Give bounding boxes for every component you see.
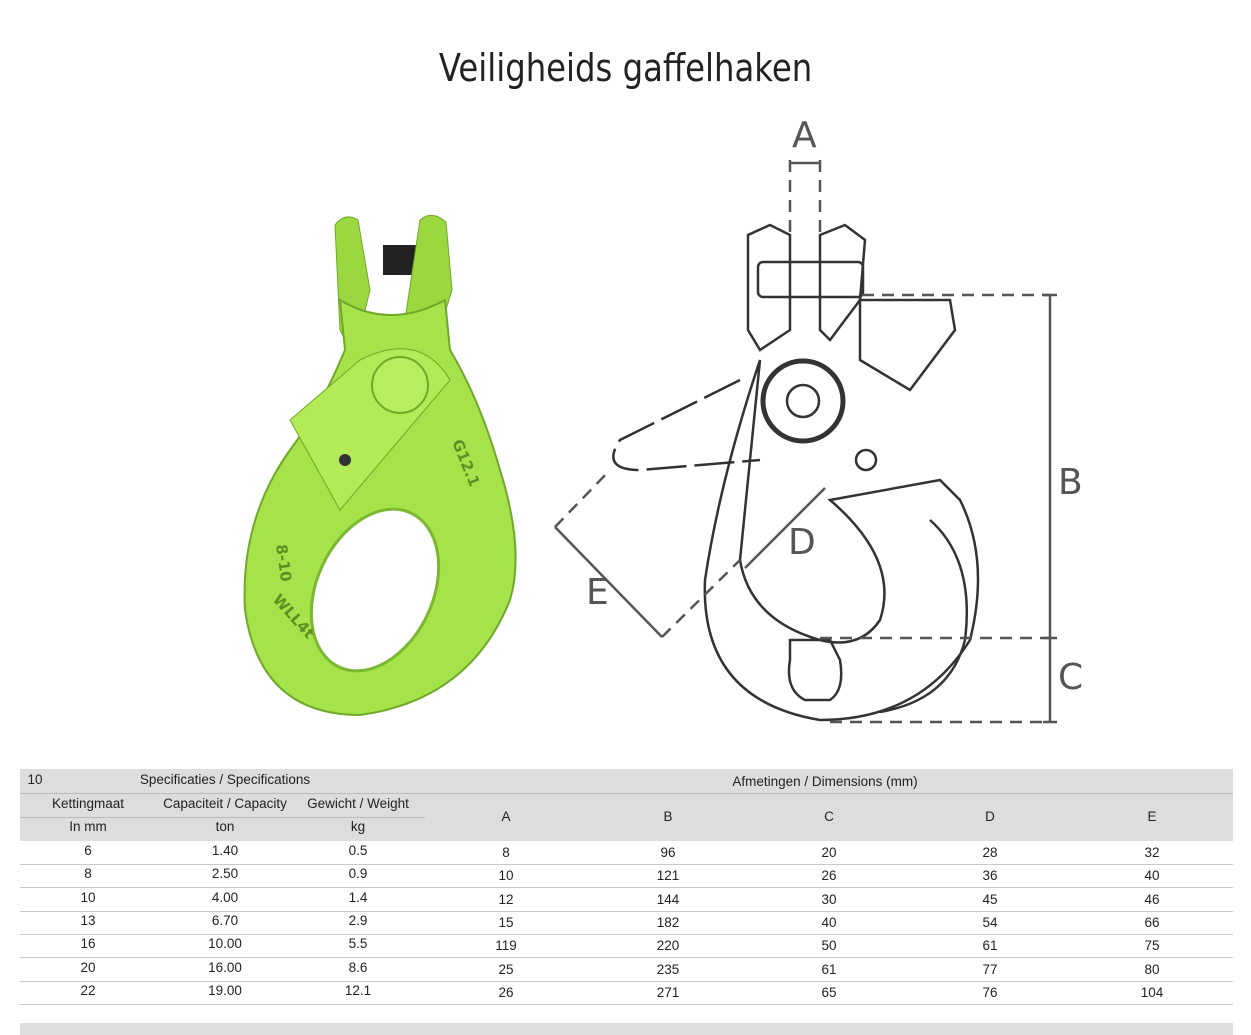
dimension-lines: [554, 160, 1057, 724]
table-cell: 12.1: [344, 982, 372, 998]
table-cell: 54: [982, 914, 998, 930]
table-cell: 0.5: [348, 843, 368, 858]
table-cell: 235: [656, 961, 680, 977]
row-divider: [20, 957, 1233, 959]
table-cell: 2.50: [211, 866, 239, 882]
dimension-label-d: D: [788, 522, 816, 563]
table-cell: 8: [84, 866, 92, 882]
table-cell: 8.6: [348, 959, 368, 975]
table-cell: 1.4: [348, 889, 368, 905]
spec-group-header: Specificaties / Specifications: [139, 772, 311, 787]
product-marking-size: 8-10: [272, 543, 295, 583]
table-cell: 5.5: [348, 936, 368, 952]
table-cell: 40: [1144, 868, 1160, 884]
table-cell: 10.00: [208, 936, 242, 952]
table-cell: 13: [80, 912, 96, 928]
page-title: Veiligheids gaffelhaken: [438, 46, 813, 90]
dim-group-header: Afmetingen / Dimensions (mm): [732, 774, 918, 789]
table-cell: 15: [498, 914, 514, 930]
hook-photo: G12.1 8-10 WLL4t: [243, 215, 517, 717]
dimension-label-b: B: [1058, 462, 1083, 503]
table-cell: 20: [821, 845, 837, 860]
row-divider: [20, 910, 1233, 912]
specifications-table: 10 Specificaties / Specifications Afmeti…: [20, 769, 1233, 1009]
table-cell: 96: [660, 845, 676, 860]
row-divider: [20, 980, 1233, 982]
table-cell: 271: [656, 984, 680, 1000]
col-header-b: B: [663, 809, 673, 824]
row-divider: [20, 887, 1233, 889]
table-cell: 0.9: [348, 866, 368, 882]
table-cell: 10: [80, 889, 96, 905]
size-label: 10: [27, 772, 43, 787]
footer-bar: [20, 1023, 1233, 1035]
unit-ton: ton: [215, 819, 235, 834]
row-divider: [20, 864, 1233, 865]
table-cell: 12: [498, 891, 514, 907]
table-cell: 45: [982, 891, 998, 907]
table-cell: 4.00: [211, 889, 239, 905]
col-header-a: A: [501, 809, 511, 824]
table-cell: 2.9: [348, 912, 368, 928]
table-cell: 75: [1144, 938, 1160, 954]
row-divider: [20, 1003, 1233, 1005]
table-cell: 25: [498, 961, 514, 977]
unit-kg: kg: [350, 819, 366, 834]
table-cell: 40: [821, 914, 837, 930]
table-cell: 6.70: [211, 912, 239, 928]
table-cell: 10: [498, 868, 514, 884]
table-header-bg: [20, 769, 1233, 841]
hook-technical-drawing: [612, 223, 980, 722]
table-cell: 76: [982, 984, 998, 1000]
table-cell: 46: [1144, 891, 1160, 907]
table-cell: 20: [80, 959, 96, 975]
table-cell: 26: [821, 868, 837, 884]
hook-illustrations: G12.1 8-10 WLL4t A B C D E: [243, 115, 1083, 724]
table-cell: 50: [821, 938, 837, 954]
unit-mm: In mm: [69, 819, 107, 834]
table-cell: 77: [982, 961, 998, 977]
table-cell: 16: [80, 936, 96, 952]
col-header-capacity: Capaciteit / Capacity: [163, 796, 287, 811]
col-header-e: E: [1147, 809, 1157, 824]
table-cell: 119: [495, 938, 517, 954]
col-header-kettingmaat: Kettingmaat: [51, 796, 125, 811]
table-cell: 80: [1144, 961, 1160, 977]
dimension-label-a: A: [792, 115, 817, 156]
table-cell: 121: [656, 868, 680, 884]
table-cell: 1.40: [211, 843, 239, 858]
table-cell: 144: [656, 891, 680, 907]
table-cell: 32: [1144, 845, 1160, 860]
table-cell: 61: [821, 961, 837, 977]
dimension-label-e: E: [586, 572, 609, 613]
col-header-weight: Gewicht / Weight: [307, 796, 409, 811]
table-cell: 65: [821, 984, 837, 1000]
table-cell: 220: [656, 938, 680, 954]
col-header-d: D: [985, 809, 995, 824]
table-cell: 22: [80, 982, 96, 998]
table-cell: 6: [84, 843, 92, 858]
table-cell: 8: [502, 845, 510, 860]
table-cell: 19.00: [208, 982, 242, 998]
table-cell: 104: [1140, 984, 1164, 1000]
table-cell: 16.00: [208, 959, 242, 975]
table-cell: 66: [1144, 914, 1160, 930]
table-cell: 30: [821, 891, 837, 907]
col-header-c: C: [824, 809, 834, 824]
row-divider: [20, 933, 1233, 935]
table-cell: 182: [656, 914, 680, 930]
table-cell: 61: [982, 938, 998, 954]
table-cell: 28: [982, 845, 998, 860]
table-cell: 36: [982, 868, 998, 884]
dimension-label-c: C: [1058, 657, 1083, 698]
table-cell: 26: [498, 984, 514, 1000]
